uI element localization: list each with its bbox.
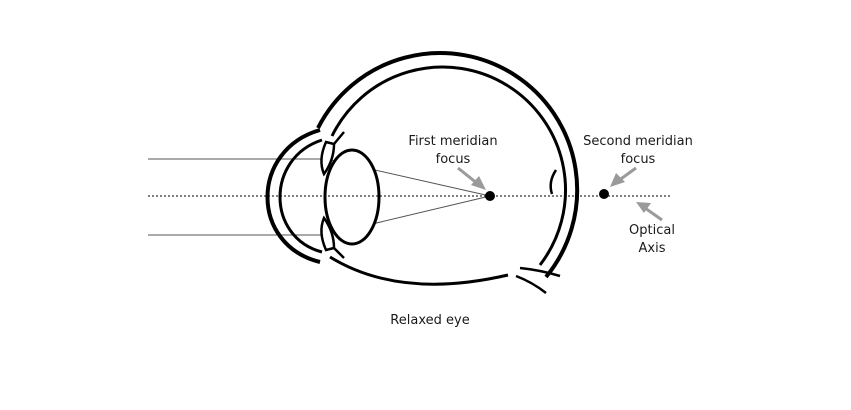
- crystalline-lens: [323, 148, 381, 246]
- first-focus-line1: First meridian: [408, 134, 498, 149]
- retina-bump: [549, 169, 558, 195]
- optic-nerve-lower: [515, 274, 547, 294]
- second-meridian-focus-dot: [599, 189, 609, 199]
- cornea-outer: [265, 128, 321, 264]
- diagram-caption: Relaxed eye: [390, 313, 470, 328]
- sclera-lower-wall: [329, 255, 509, 286]
- optical-axis-line1: Optical: [629, 223, 675, 238]
- second-focus-arrow: [610, 166, 637, 187]
- optical-axis-label: Optical Axis: [612, 222, 692, 258]
- first-focus-line2: focus: [435, 152, 471, 167]
- optical-axis-arrow: [636, 202, 663, 222]
- first-focus-arrow: [457, 166, 486, 190]
- first-meridian-focus-dot: [485, 191, 495, 201]
- cornea-inner: [278, 138, 323, 254]
- iris-upper: [320, 140, 336, 177]
- sclera-outer: [316, 51, 580, 279]
- first-meridian-focus-label: First meridian focus: [393, 133, 513, 169]
- ciliary-upper-line: [333, 131, 345, 145]
- second-focus-line2: focus: [620, 152, 656, 167]
- iris-lower: [320, 215, 336, 252]
- optic-nerve-upper: [519, 266, 561, 278]
- sclera-inner: [330, 65, 568, 266]
- second-focus-line1: Second meridian: [583, 134, 693, 149]
- ciliary-lower-line: [333, 247, 345, 259]
- optical-axis-line2: Axis: [638, 241, 666, 256]
- second-meridian-focus-label: Second meridian focus: [568, 133, 708, 169]
